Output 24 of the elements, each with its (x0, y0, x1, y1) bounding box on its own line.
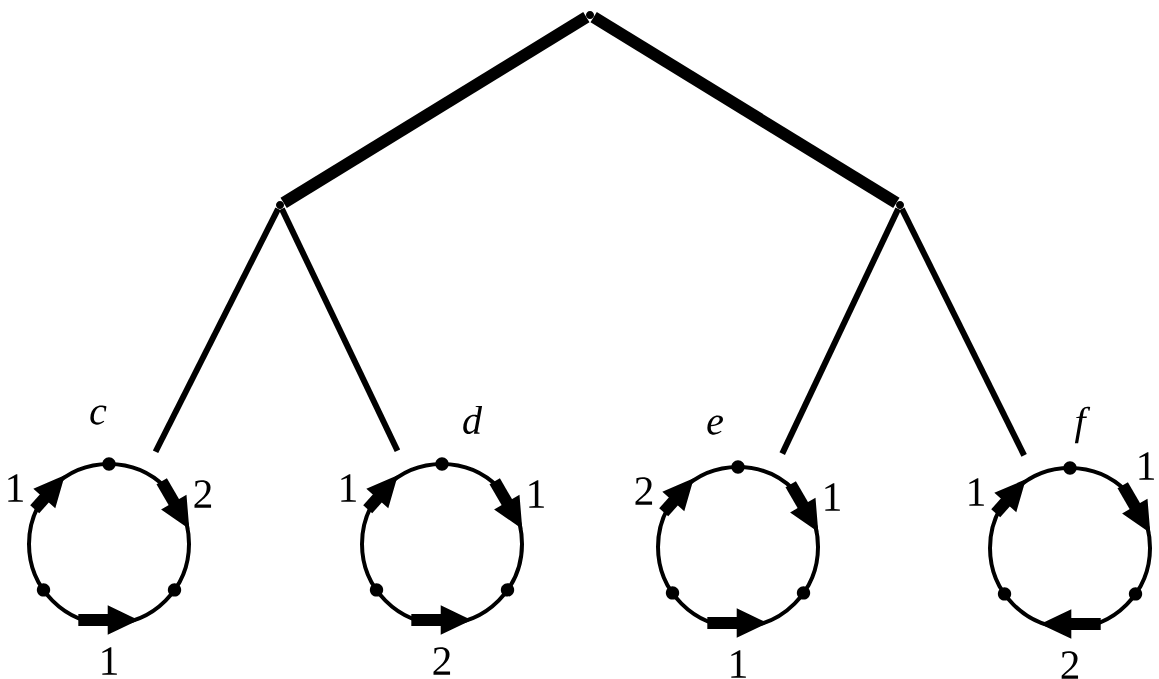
tree-branch (280, 12, 590, 208)
tree-branch (152, 207, 281, 454)
tree-branch (279, 207, 401, 453)
tree-branch (899, 207, 1027, 457)
node-letter: d (463, 405, 483, 435)
arrow-number: 1 (825, 483, 840, 511)
arrow-number: 1 (529, 480, 544, 508)
arrow-number: 1 (341, 474, 356, 502)
tree-vertex (586, 11, 594, 19)
arrow-number: 1 (8, 474, 23, 502)
node-letter: e (707, 415, 723, 435)
arrow-number: 2 (1061, 651, 1079, 679)
tree-vertex (896, 201, 904, 209)
arrow-number: 1 (102, 647, 117, 675)
arrow-number: 1 (969, 478, 984, 506)
arrow-number: 1 (731, 650, 746, 678)
tree-branch (779, 207, 901, 455)
tree-branch (590, 12, 900, 208)
arrow-number: 2 (635, 477, 653, 505)
node-letter: f (1074, 406, 1091, 444)
node-letter: c (90, 405, 107, 425)
arrow-number: 2 (433, 647, 451, 675)
arrow-number: 2 (194, 480, 212, 508)
tree-vertex (276, 201, 284, 209)
